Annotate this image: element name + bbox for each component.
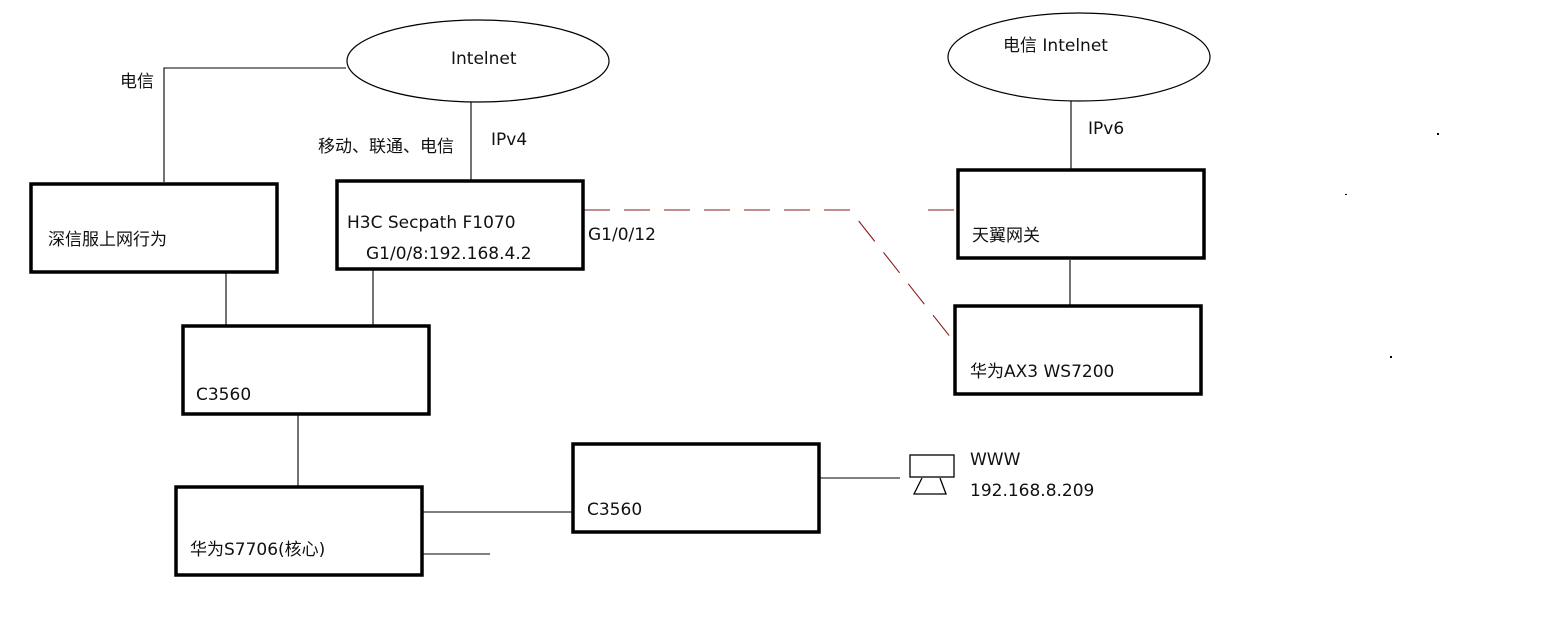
isp-label-left: 电信 [120,72,154,92]
server-ip-label: 192.168.8.209 [970,481,1095,501]
switch-lower-label: C3560 [587,500,643,520]
link-cloud-to-behavior-box [163,67,346,182]
behavior-mgmt-label: 深信服上网行为 [48,230,167,250]
internet-cloud-right [947,12,1211,102]
switch-lower-box [571,442,821,534]
ipv6-label: IPv6 [1088,119,1125,139]
isp-label-firewall: 移动、联通、电信 [318,137,454,157]
ap-label: 华为AX3 WS7200 [970,362,1115,382]
firewall-box [335,179,585,271]
computer-icon [909,454,955,495]
switch-upper-label: C3560 [196,385,252,405]
firewall-name-label: H3C Secpath F1070 [347,213,516,233]
tianyi-gateway-label: 天翼网关 [972,226,1040,246]
ap-box [953,304,1203,396]
stray-dots [1345,133,1439,358]
core-switch-box [174,485,424,577]
server-name-label: WWW [970,450,1021,470]
firewall-interface-label: G1/0/8:192.168.4.2 [366,244,532,264]
switch-upper-box [181,324,431,416]
firewall-port-label: G1/0/12 [588,225,656,245]
cloud-right-label: 电信 Intelnet [1003,36,1108,56]
cloud-left-label: Intelnet [451,49,517,69]
tianyi-gateway-box [956,168,1206,260]
internet-cloud-left [346,19,610,103]
behavior-mgmt-box [29,182,279,274]
dashed-link-firewall-to-ap [584,209,956,344]
core-switch-label: 华为S7706(核心) [190,540,326,560]
ipv4-label: IPv4 [491,130,528,150]
